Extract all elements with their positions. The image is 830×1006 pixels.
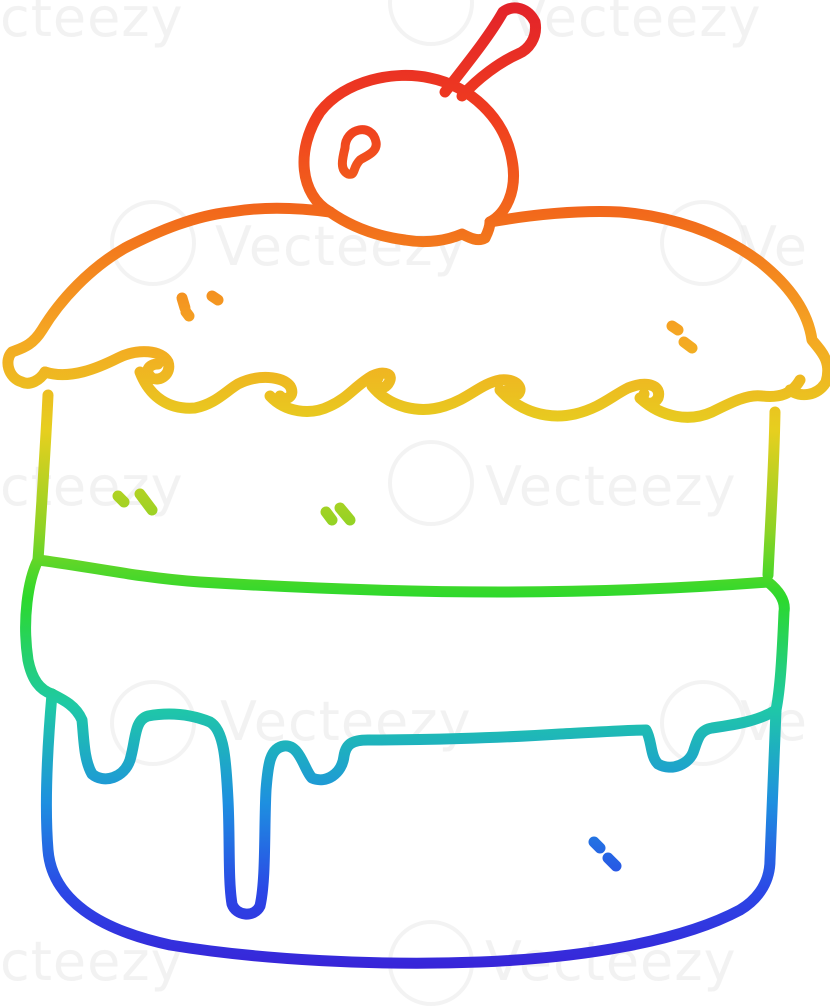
frosting-speck [176,292,191,314]
cream-layer-left [20,554,58,700]
cream-layer-right [762,576,790,716]
frosting-speck [180,306,195,322]
sponge-speck [320,506,338,526]
cherry [298,69,519,228]
cherry-highlight [337,125,381,179]
sponge-speck [134,488,158,516]
frosting-speck [666,320,684,336]
cream-layer-top [32,554,774,598]
sponge-speck [588,836,606,854]
frosting-dip [324,206,496,248]
cake-body-left [32,389,54,566]
cake-body-right [762,406,781,581]
frosting-speck [678,336,698,354]
cake-bottom-left [40,688,782,969]
cake-top-right [484,206,830,401]
frosting-speck [206,290,224,306]
sponge-speck [112,490,130,508]
sponge-speck [334,502,356,526]
cake-top [2,202,336,389]
cherry-stem [439,2,542,102]
cake-drawing [2,2,830,969]
frosting-wave [39,346,806,423]
sponge-speck [602,852,622,872]
icing-drips [46,688,782,920]
